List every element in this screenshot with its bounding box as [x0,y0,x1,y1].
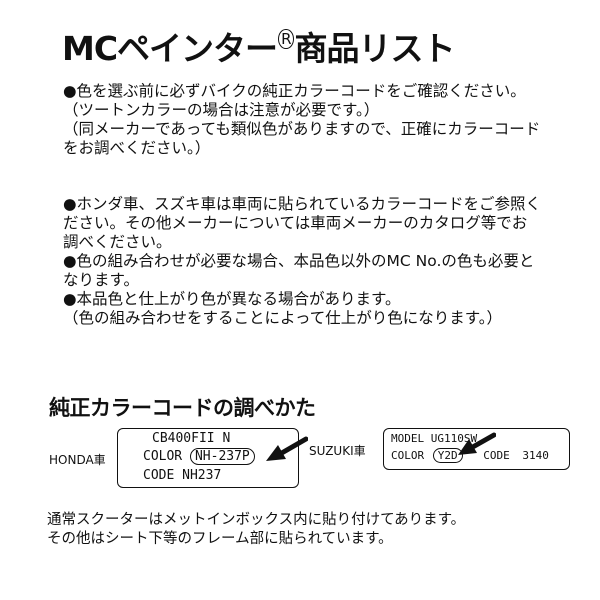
note-line: ださい。その他メーカーについては車両メーカーのカタログ等でお [63,214,528,232]
note-line: ●色を選ぶ前に必ずバイクの純正カラーコードをご確認ください。 [63,82,526,100]
registered-mark: R [278,29,294,49]
honda-maker-label: HONDA車 [49,453,106,467]
honda-model: CB400FII N [152,431,231,446]
instruction-notes: ●色を選ぶ前に必ずバイクの純正カラーコードをご確認ください。 （ツートンカラーの… [63,82,563,328]
footer-notes: 通常スクーターはメットインボックス内に貼り付けてあります。 その他はシート下等の… [47,511,465,549]
footer-line: 通常スクーターはメットインボックス内に貼り付けてあります。 [47,512,466,528]
footer-line: その他はシート下等のフレーム部に貼られています。 [47,531,393,547]
suzuki-maker-label: SUZUKI車 [309,444,366,458]
suzuki-code-value: 3140 [522,449,549,462]
note-line: （ツートンカラーの場合は注意が必要です。） [63,101,380,119]
note-line: をお調べください。） [63,139,211,157]
honda-color-row: COLOR NH-237P [143,448,255,465]
honda-code-key: CODE [143,468,175,483]
note-line: ●ホンダ車、スズキ車は車両に貼られているカラーコードをご参照く [63,195,542,213]
honda-code-row: CODE NH237 [143,468,221,483]
note-line: （色の組み合わせをすることによって仕上がり色になります。） [63,309,502,327]
suzuki-code-key: CODE [483,449,510,462]
suzuki-color-code: Y2D [432,448,463,463]
note-line: ●本品色と仕上がり色が異なる場合があります。 [63,290,401,308]
title-suffix: 商品リスト [294,29,456,68]
honda-arrow-icon [266,436,308,461]
honda-code-value: NH237 [182,468,222,483]
note-line: ●色の組み合わせが必要な場合、本品色以外のMC No.の色も必要と [63,252,535,270]
note-line: （同メーカーであっても類似色がありますので、正確にカラーコード [63,120,541,138]
suzuki-color-label: MODEL UG110SW COLOR Y2D CODE 3140 [383,428,570,470]
spacer [63,158,563,195]
title-prefix: MCペインター [62,29,278,68]
suzuki-model-line: MODEL UG110SW [391,432,478,445]
note-line: 調べください。 [63,233,172,251]
note-line: なります。 [63,271,139,289]
honda-color-code: NH-237P [189,448,255,465]
suzuki-color-key: COLOR [391,449,425,462]
honda-color-key: COLOR [143,449,183,464]
suzuki-arrow-icon [458,432,496,455]
suzuki-color-row: COLOR Y2D CODE 3140 [391,448,549,463]
section-heading: 純正カラーコードの調べかた [49,396,316,420]
